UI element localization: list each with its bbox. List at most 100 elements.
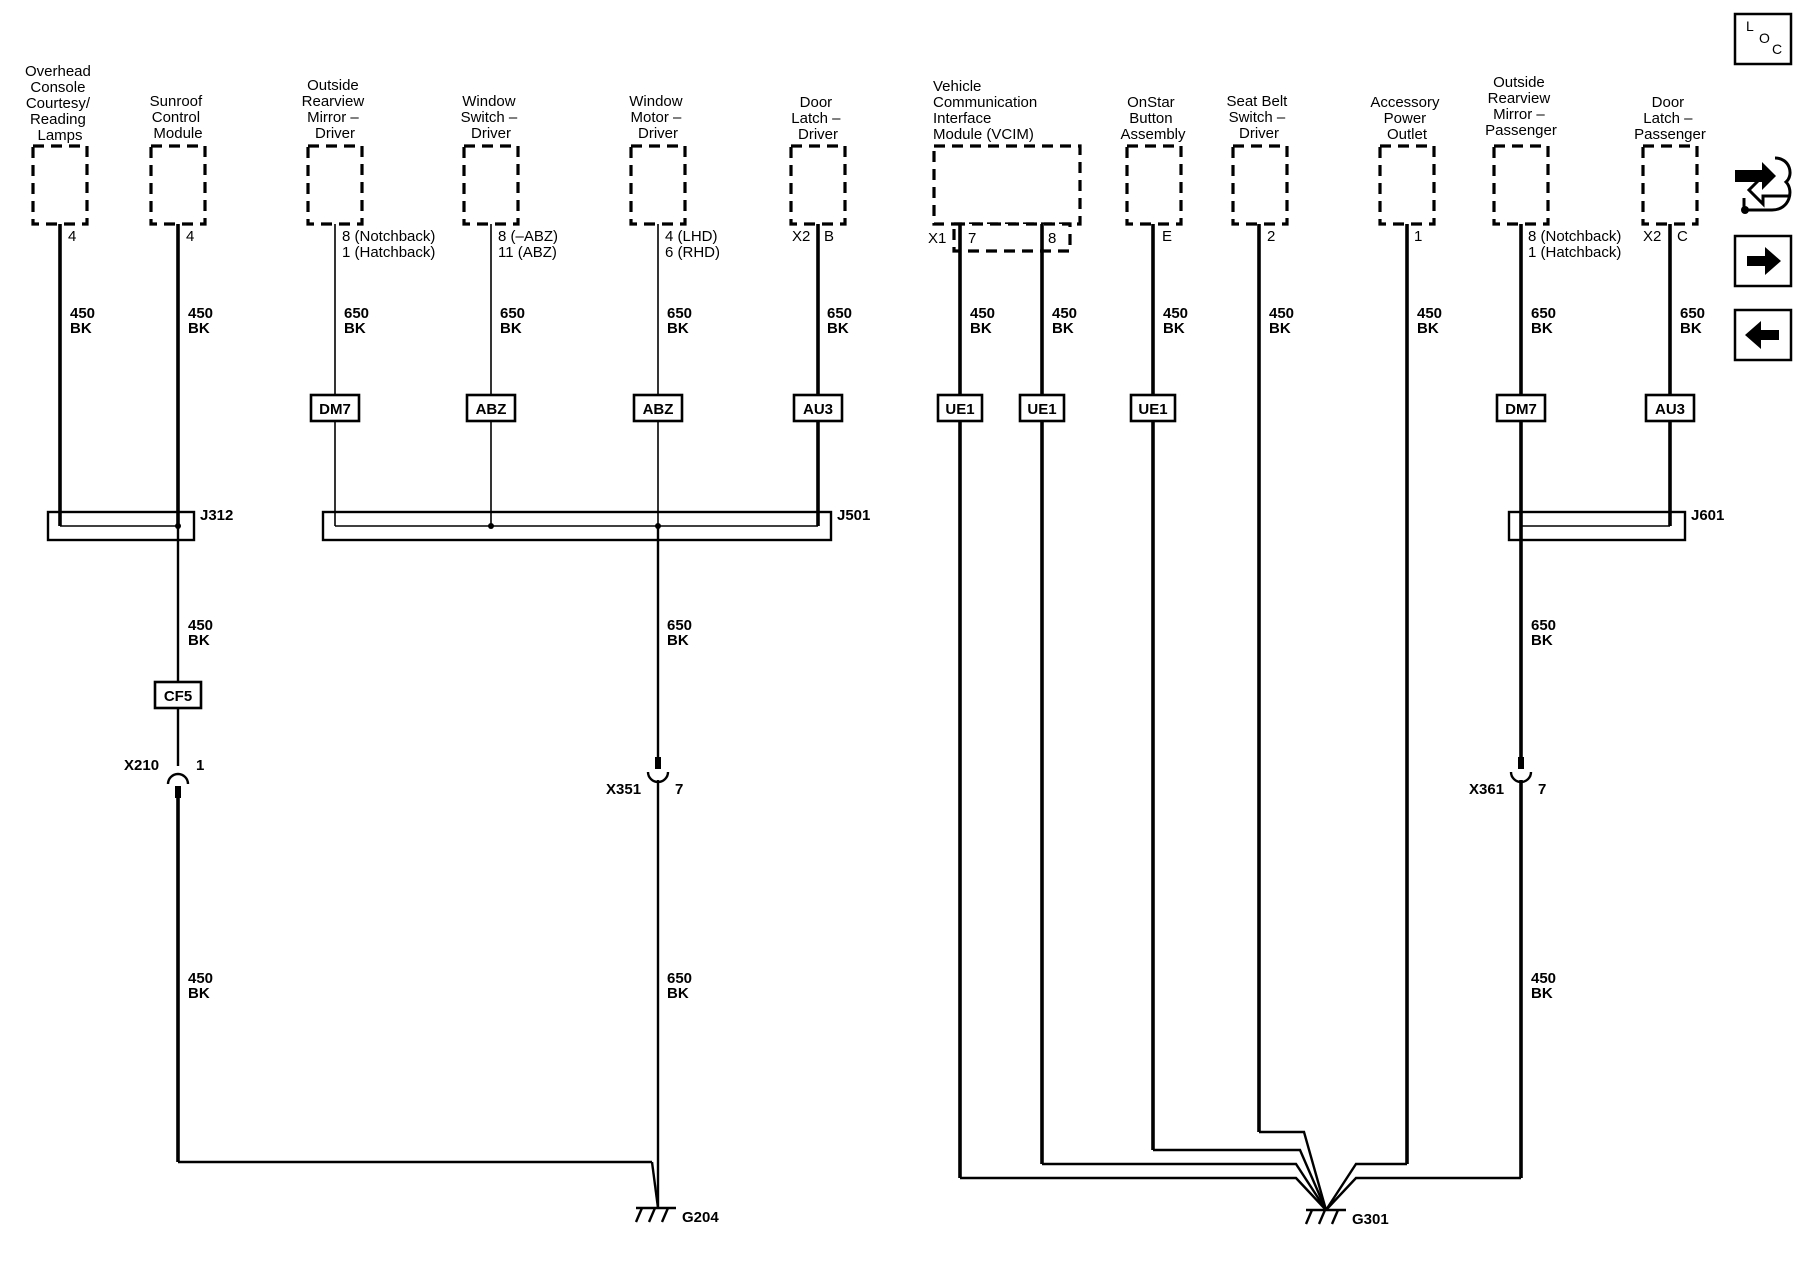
svg-text:G301: G301 [1352, 1211, 1389, 1228]
splice-pack-j501 [321, 510, 833, 542]
nav-panel: L O C [1733, 12, 1793, 362]
door-latch-passenger-box [1641, 144, 1699, 226]
arrow-right-icon[interactable] [1733, 234, 1793, 288]
svg-text:L: L [1746, 18, 1754, 34]
option-abz: ABZ [643, 401, 674, 418]
splice-j501-label: J501 [837, 507, 870, 524]
pin-labels: 4 4 8 (Notchback) 1 (Hatchback) 8 (–ABZ)… [68, 228, 1688, 261]
option-au3: AU3 [1655, 401, 1685, 418]
window-motor-label: Window Motor – Driver [629, 93, 687, 142]
window-motor-box [629, 144, 687, 226]
wires-right [958, 224, 1672, 1211]
sunroof-module-box [149, 144, 207, 226]
splice-pack-j601 [1507, 510, 1687, 542]
vcim-label: Vehicle Communication Interface Module (… [933, 78, 1041, 143]
splice-packs: J312 J501 J601 [46, 507, 1724, 542]
pin-label: 6 (RHD) [665, 244, 720, 261]
svg-text:C: C [1772, 41, 1782, 57]
option-au3: AU3 [803, 401, 833, 418]
option-dm7: DM7 [1505, 401, 1537, 418]
pin-label: 1 (Hatchback) [342, 244, 435, 261]
connector-icon[interactable] [1735, 156, 1792, 214]
onstar-label: OnStar Button Assembly [1120, 94, 1186, 143]
pin-label: 11 (ABZ) [498, 244, 557, 261]
splice-j312-label: J312 [200, 507, 233, 524]
option-abz: ABZ [476, 401, 507, 418]
pin-label: 8 (Notchback) [342, 228, 435, 245]
seatbelt-box [1231, 144, 1289, 226]
svg-text:7: 7 [1538, 781, 1546, 798]
splice-j601-label: J601 [1691, 507, 1724, 524]
option-ue1: UE1 [1027, 401, 1056, 418]
pin-label: 8 (–ABZ) [498, 228, 558, 245]
mirror-passenger-box [1492, 144, 1550, 226]
svg-text:X351: X351 [606, 781, 641, 798]
mirror-driver-box [306, 144, 364, 226]
pin-label: 8 (Notchback) [1528, 228, 1621, 245]
svg-text:1: 1 [196, 757, 204, 774]
pin-label: 1 (Hatchback) [1528, 244, 1621, 261]
component-labels: Overhead Console Courtesy/ Reading Lamps… [25, 63, 1706, 144]
pin-label: 2 [1267, 228, 1275, 245]
connector-label: X2 [1643, 228, 1661, 245]
window-switch-box [462, 144, 520, 226]
pin-label: 8 [1048, 230, 1056, 247]
inline-connector-x361: X361 7 [1469, 757, 1546, 798]
inline-connector-x351: X351 7 [606, 757, 683, 798]
option-dm7: DM7 [319, 401, 351, 418]
mirror-passenger-label: Outside Rearview Mirror – Passenger [1485, 74, 1557, 139]
loc-icon[interactable]: L O C [1733, 12, 1793, 66]
door-latch-driver-box [789, 144, 847, 226]
vcim-box [932, 144, 1082, 226]
svg-text:G204: G204 [682, 1209, 719, 1226]
sunroof-module-label: Sunroof Control Module [150, 93, 207, 142]
door-latch-passenger-label: Door Latch – Passenger [1634, 94, 1706, 143]
pin-label: 4 [186, 228, 194, 245]
accessory-outlet-box [1378, 144, 1436, 226]
seatbelt-label: Seat Belt Switch – Driver [1226, 93, 1291, 142]
pin-label: 4 (LHD) [665, 228, 718, 245]
accessory-outlet-label: Accessory Power Outlet [1370, 94, 1443, 143]
inline-connectors: X210 1 X351 7 X361 7 [124, 757, 1546, 798]
connector-label: X1 [928, 230, 946, 247]
pin-label: 4 [68, 228, 76, 245]
pin-label: C [1677, 228, 1688, 245]
pin-label: 1 [1414, 228, 1422, 245]
wires-left [58, 224, 820, 1209]
vcim-x1-connector-box [952, 222, 1072, 253]
ground-g301: G301 [1304, 1208, 1389, 1228]
svg-text:7: 7 [675, 781, 683, 798]
grounds: G204 G301 [634, 1206, 1389, 1228]
option-ue1: UE1 [1138, 401, 1167, 418]
ground-g204: G204 [634, 1206, 719, 1226]
option-cf5: CF5 [164, 688, 192, 705]
overhead-console-label: Overhead Console Courtesy/ Reading Lamps [25, 63, 95, 144]
component-boxes [31, 144, 1699, 253]
onstar-box [1125, 144, 1183, 226]
pin-label: 7 [968, 230, 976, 247]
arrow-left-icon[interactable] [1733, 308, 1793, 362]
connector-label: X2 [792, 228, 810, 245]
pin-label: B [824, 228, 834, 245]
mirror-driver-label: Outside Rearview Mirror – Driver [302, 77, 369, 142]
splice-pack-j312 [46, 510, 196, 542]
window-switch-label: Window Switch – Driver [461, 93, 522, 142]
